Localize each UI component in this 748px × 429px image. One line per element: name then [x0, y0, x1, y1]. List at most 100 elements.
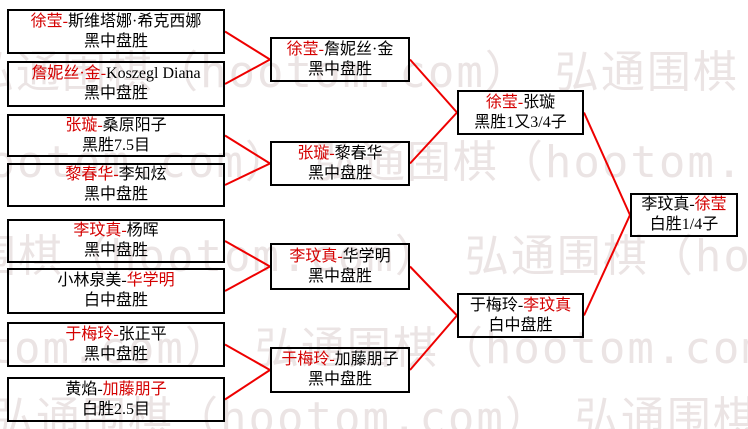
match-result: 白胜2.5目 [81, 400, 150, 418]
player-name: 詹妮丝·金 [324, 40, 394, 58]
match-players: 徐莹-詹妮丝·金 [272, 40, 408, 60]
winner-name: 加藤朋子 [102, 380, 167, 398]
connector-line [409, 265, 458, 317]
separator: - [100, 65, 107, 82]
player-name: 张正平 [118, 325, 167, 343]
connector-line [409, 58, 458, 114]
separator: - [689, 196, 695, 213]
match-players: 李玟真-徐莹 [632, 195, 736, 215]
match-players: 李玟真-杨晖 [9, 221, 223, 241]
winner-name: 于梅玲 [281, 351, 330, 368]
match-result: 黑中盘胜 [83, 32, 148, 50]
match-result: 黑中盘胜 [307, 60, 372, 78]
match-result: 白中盘胜 [83, 292, 148, 309]
player-name: 李知炫 [118, 166, 167, 183]
winner-name: 黎春华 [65, 166, 114, 183]
connector-line [224, 162, 271, 186]
match-players: 于梅玲-张正平 [9, 325, 223, 345]
watermark-text: 弘通围棋（hootom.com） 弘通围棋（hootom.com） 弘通围棋（h… [0, 137, 748, 188]
separator: - [517, 296, 524, 314]
match-box-round1-5: 李玟真-杨晖 黑中盘胜 [7, 219, 225, 263]
connector-line [409, 111, 458, 165]
watermark-text: 弘通围棋（hootom.com） 弘通围棋（hootom.com） 弘通围棋（h… [0, 231, 748, 282]
match-box-round2-1: 徐莹-詹妮丝·金 黑中盘胜 [270, 37, 410, 82]
match-players: 张璇-桑原阳子 [9, 116, 223, 136]
winner-name: 张璇 [297, 144, 330, 162]
match-players: 詹妮丝·金-Koszegl Diana [9, 64, 223, 84]
player-name: 杨晖 [126, 222, 159, 239]
watermark-text: 弘通围棋（hootom.com） 弘通围棋（hootom.com） 弘通围棋（h… [0, 47, 748, 98]
connector-line [583, 214, 631, 316]
winner-name: 李玟真 [289, 247, 338, 265]
separator: - [62, 12, 68, 30]
match-players: 李玟真-华学明 [272, 247, 408, 267]
connector-line [224, 343, 271, 371]
match-result: 黑中盘胜 [307, 267, 372, 285]
separator: - [121, 272, 127, 289]
winner-name: 詹妮丝·金 [31, 65, 101, 82]
connector-line [583, 112, 631, 216]
winner-name: 李玟真 [73, 222, 122, 239]
separator: - [318, 40, 324, 58]
match-players: 徐莹-张璇 [459, 93, 582, 113]
watermark-text: 弘通围棋（hootom.com） 弘通围棋（hootom.com） 弘通围棋（h… [0, 393, 748, 429]
match-box-round1-8: 黄焰-加藤朋子 白胜2.5目 [7, 377, 225, 422]
separator: - [121, 222, 127, 239]
winner-name: 华学明 [126, 272, 175, 289]
match-box-round2-3: 李玟真-华学明 黑中盘胜 [270, 243, 410, 290]
connector-line [224, 369, 271, 401]
match-box-round1-4: 黎春华-李知炫 黑中盘胜 [7, 163, 225, 207]
match-box-round1-7: 于梅玲-张正平 黑中盘胜 [7, 322, 225, 367]
match-box-semifinal-2: 于梅玲-李玟真 白中盘胜 [457, 293, 584, 338]
match-result: 黑胜1又3/4子 [474, 113, 567, 131]
match-result: 黑中盘胜 [307, 164, 372, 182]
match-players: 于梅玲-加藤朋子 [272, 350, 408, 370]
match-result: 黑中盘胜 [83, 85, 148, 102]
winner-name: 徐莹 [286, 40, 319, 58]
match-result: 黑中盘胜 [83, 345, 148, 363]
separator: - [337, 247, 343, 265]
player-name: Koszegl Diana [106, 65, 201, 82]
match-result: 黑中盘胜 [83, 242, 148, 259]
match-box-final: 李玟真-徐莹 白胜1/4子 [630, 193, 738, 237]
winner-name: 于梅玲 [65, 325, 114, 343]
winner-name: 李玟真 [523, 296, 572, 314]
match-box-round1-2: 詹妮丝·金-Koszegl Diana 黑中盘胜 [7, 61, 225, 107]
winner-name: 徐莹 [485, 93, 518, 111]
match-box-round1-6: 小林泉美-华学明 白中盘胜 [7, 268, 225, 314]
player-name: 桑原阳子 [102, 116, 167, 134]
player-name: 黎春华 [334, 144, 383, 162]
player-name: 于梅玲 [469, 296, 518, 314]
player-name: 小林泉美 [57, 272, 122, 289]
match-box-round2-2: 张璇-黎春华 黑中盘胜 [270, 141, 410, 186]
player-name: 华学明 [342, 247, 391, 265]
player-name: 李玟真 [641, 196, 690, 213]
separator: - [113, 325, 119, 343]
match-result: 黑胜7.5目 [81, 136, 150, 154]
player-name: 张璇 [523, 93, 556, 111]
winner-name: 张璇 [65, 116, 98, 134]
match-result: 黑中盘胜 [307, 371, 372, 388]
player-name: 加藤朋子 [334, 351, 399, 368]
separator: - [517, 93, 524, 111]
match-box-round2-4: 于梅玲-加藤朋子 黑中盘胜 [270, 347, 410, 393]
connector-line [409, 314, 458, 371]
connector-line [224, 240, 271, 268]
match-result: 黑中盘胜 [83, 186, 148, 203]
match-box-round1-1: 徐莹-斯维塔娜·希克西娜 黑中盘胜 [7, 9, 225, 54]
match-result: 白胜1/4子 [649, 216, 719, 233]
separator: - [97, 380, 103, 398]
match-box-semifinal-1: 徐莹-张璇 黑胜1又3/4子 [457, 90, 584, 135]
match-players: 黄焰-加藤朋子 [9, 380, 223, 400]
winner-name: 徐莹 [694, 196, 727, 213]
match-players: 小林泉美-华学明 [9, 271, 223, 291]
match-players: 张璇-黎春华 [272, 144, 408, 164]
match-box-round1-3: 张璇-桑原阳子 黑胜7.5目 [7, 114, 225, 157]
connector-line [224, 134, 271, 165]
separator: - [329, 351, 335, 368]
separator: - [329, 144, 335, 162]
player-name: 黄焰 [65, 380, 98, 398]
